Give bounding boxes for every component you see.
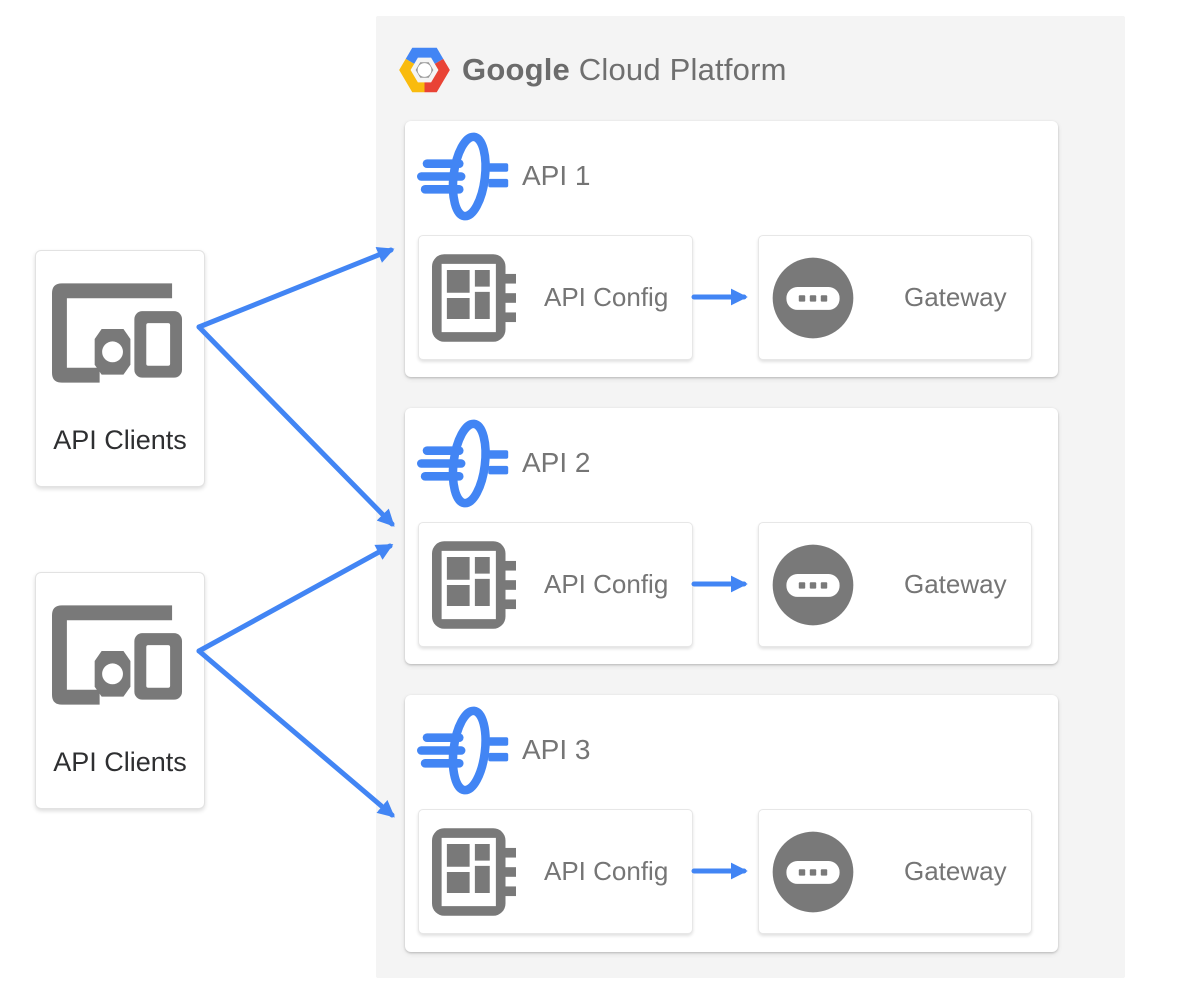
gcp-logo-icon: [399, 47, 450, 93]
api-3-card: API 3 API Config: [405, 695, 1058, 952]
gateway-box: Gateway: [758, 809, 1032, 934]
api-clients-card-1: API Clients: [35, 250, 205, 487]
api-config-label: API Config: [544, 569, 669, 599]
endpoints-api-icon: [417, 706, 509, 794]
api-name: API 3: [522, 734, 591, 765]
api-2-header: API 2: [417, 413, 590, 513]
arrow-client2-api3: [196, 648, 395, 818]
config-to-gateway-arrow: [691, 575, 748, 593]
api-name: API 1: [522, 160, 591, 191]
gateway-icon: [772, 831, 854, 912]
gcp-platform-container: Google Cloud Platform API 1: [376, 16, 1125, 978]
api-config-label: API Config: [544, 282, 669, 312]
api-config-icon: [432, 827, 516, 916]
gateway-label: Gateway: [904, 282, 1007, 312]
api-clients-label: API Clients: [53, 425, 187, 455]
arrow-client1-api1: [196, 247, 395, 330]
gateway-label: Gateway: [904, 856, 1007, 886]
gcp-title-brand: Google: [462, 52, 570, 87]
api-config-label: API Config: [544, 856, 669, 886]
gcp-title: Google Cloud Platform: [462, 52, 787, 88]
api-config-icon: [432, 540, 516, 629]
gateway-box: Gateway: [758, 235, 1032, 360]
api-3-header: API 3: [417, 700, 590, 800]
endpoints-api-icon: [417, 419, 509, 507]
arrow-client1-api2: [196, 324, 395, 527]
gateway-icon: [772, 257, 854, 338]
api-config-box: API Config: [418, 235, 693, 360]
gateway-icon: [772, 544, 854, 625]
gcp-header: Google Cloud Platform: [397, 45, 787, 95]
devices-icon: [52, 283, 183, 383]
api-config-icon: [432, 253, 516, 342]
api-config-box: API Config: [418, 522, 693, 647]
endpoints-api-icon: [417, 132, 509, 220]
api-2-card: API 2 API Config: [405, 408, 1058, 664]
api-config-box: API Config: [418, 809, 693, 934]
gateway-box: Gateway: [758, 522, 1032, 647]
arrow-client2-api2: [196, 543, 394, 654]
config-to-gateway-arrow: [691, 862, 748, 880]
api-1-header: API 1: [417, 126, 590, 226]
gateway-label: Gateway: [904, 569, 1007, 599]
gcp-title-product: Cloud Platform: [569, 52, 787, 87]
api-1-card: API 1 API Config: [405, 121, 1058, 377]
api-clients-card-2: API Clients: [35, 572, 205, 809]
api-clients-label: API Clients: [53, 747, 187, 777]
devices-icon: [52, 605, 183, 705]
api-name: API 2: [522, 447, 591, 478]
config-to-gateway-arrow: [691, 288, 748, 306]
